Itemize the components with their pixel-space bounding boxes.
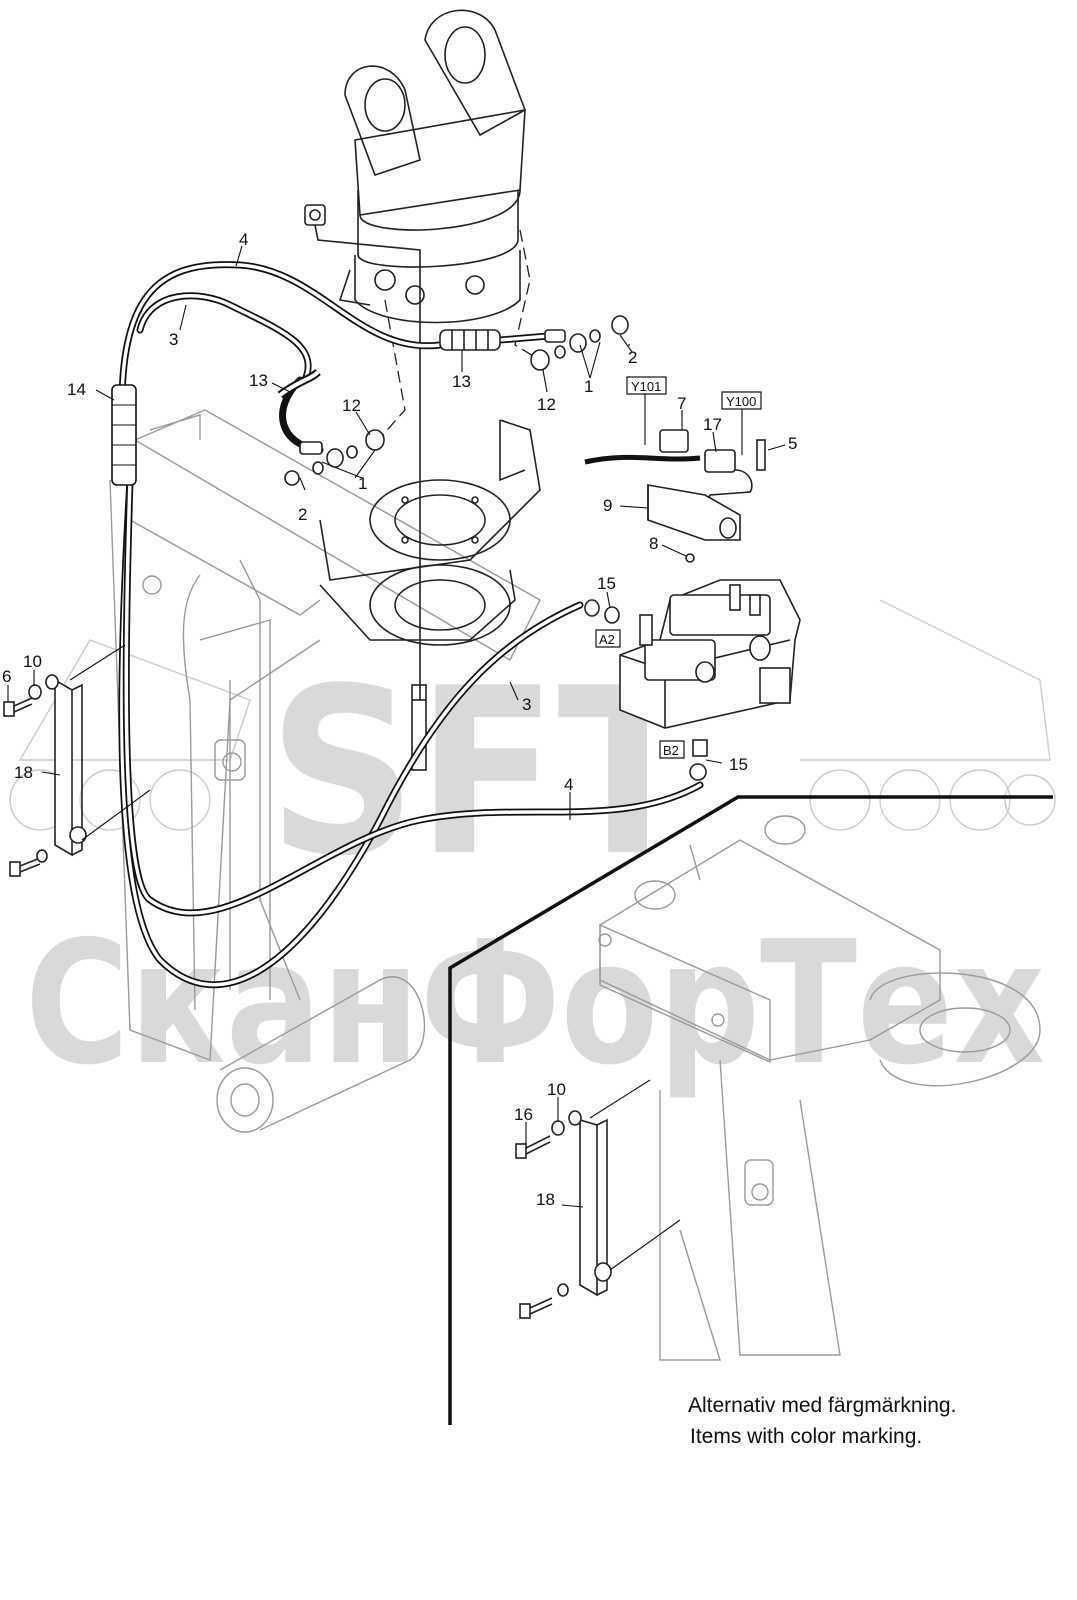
svg-text:Y100: Y100 [726,394,756,409]
bolt-lower-left [9,849,48,877]
bolt-16 [515,1135,551,1159]
part-label: 6 [2,667,11,686]
caption-line-2: Items with color marking. [690,1425,922,1448]
long-bolt [411,684,427,771]
box-label-y100: Y100 [721,391,762,410]
part-label: 1 [584,377,593,396]
mounting-bracket [319,419,541,646]
part-label: 13 [452,372,471,391]
hose-3-upper [136,292,312,384]
part-label: 16 [514,1105,533,1124]
cable [584,454,753,506]
part-label: 3 [522,695,531,714]
valve-block [619,579,801,729]
part-label: 1 [358,474,367,493]
part-label: 2 [298,505,307,524]
part-label: 9 [603,496,612,515]
fitting-15-upper [584,599,620,624]
rotator [338,9,526,324]
hose-protector-13-right [439,329,501,351]
part-label: 12 [342,396,361,415]
inset-divider [448,795,1053,1425]
part-label: 13 [249,371,268,390]
part-label: 4 [564,775,573,794]
box-label-a2: A2 [595,629,621,648]
part-label: 5 [788,434,797,453]
hose-4-upper [118,261,564,474]
inset-boom [598,815,1041,1361]
rod-18-left [45,674,87,857]
part-label: 8 [649,534,658,553]
leader-lines [7,245,786,1208]
washer-10-inset [551,1120,565,1136]
caption-line-1: Alternativ med färgmärkning. [688,1394,956,1417]
hose-3-lower [118,476,584,989]
solenoid-connector-y100 [704,449,736,473]
screw-5 [756,439,766,471]
directional-valve-9 [647,484,741,541]
solenoid-connector-y101 [659,429,689,453]
box-label-y101: Y101 [626,376,667,395]
caption: Alternativ med färgmärkning. Items with … [688,1394,956,1448]
screw-8 [685,553,695,563]
rod-18-inset [568,1110,612,1297]
hose-protector-14 [111,384,137,486]
part-label: 18 [536,1190,555,1209]
part-label: 3 [169,330,178,349]
part-label: 14 [67,380,86,399]
watermark-machine-right [800,599,1056,831]
part-label: 15 [729,755,748,774]
bolt-lower-inset [519,1283,569,1319]
part-label: 10 [547,1080,566,1099]
box-label-b2: B2 [659,740,685,759]
hose-4-lower [122,476,704,917]
fittings-upper-right [530,315,629,371]
part-label: 7 [677,394,686,413]
part-labels: 4 3 14 13 12 1 2 13 2 12 1 7 17 5 9 8 15… [2,230,797,1209]
nut [304,204,326,226]
fittings-upper-left [284,429,385,486]
svg-text:B2: B2 [663,743,679,758]
fitting-15-lower [689,739,708,781]
watermark-brand: СканФорТех [25,905,1045,1103]
part-label: 10 [23,652,42,671]
boom-frame [109,409,541,1133]
watermark: SFT СканФорТех [9,599,1056,1103]
part-label: 12 [537,395,556,414]
watermark-machine-left [9,639,251,831]
part-label: 4 [239,230,248,249]
washer-10-left [28,684,42,700]
bolt-6 [3,697,33,717]
hose-spiral-13-left [277,368,321,399]
part-label: 2 [628,348,637,367]
svg-text:Y101: Y101 [631,379,661,394]
part-label: 15 [597,574,616,593]
part-label: 17 [703,415,722,434]
part-label: 18 [14,763,33,782]
svg-text:A2: A2 [599,632,615,647]
